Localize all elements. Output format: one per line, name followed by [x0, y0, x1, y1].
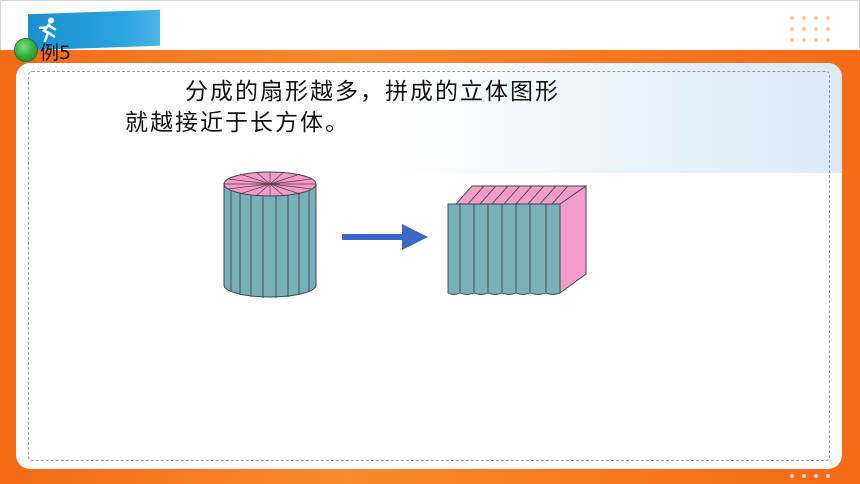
green-bullet-icon: [15, 39, 37, 61]
arrow-right-icon: [342, 224, 428, 250]
content-card: [16, 63, 842, 469]
rearranged-solid: [447, 185, 588, 295]
card-highlight: [396, 63, 842, 173]
example-label: 例5: [40, 42, 72, 64]
statement-line-1: 分成的扇形越多，拼成的立体图形: [185, 79, 560, 105]
cylinder: [223, 171, 317, 298]
dot-grid-icon: [790, 16, 830, 42]
statement-line-2: 就越接近于长方体。: [125, 110, 350, 136]
runner-logo-icon: [38, 17, 57, 42]
logo-tab: [28, 9, 160, 51]
dashed-border: [28, 71, 830, 461]
